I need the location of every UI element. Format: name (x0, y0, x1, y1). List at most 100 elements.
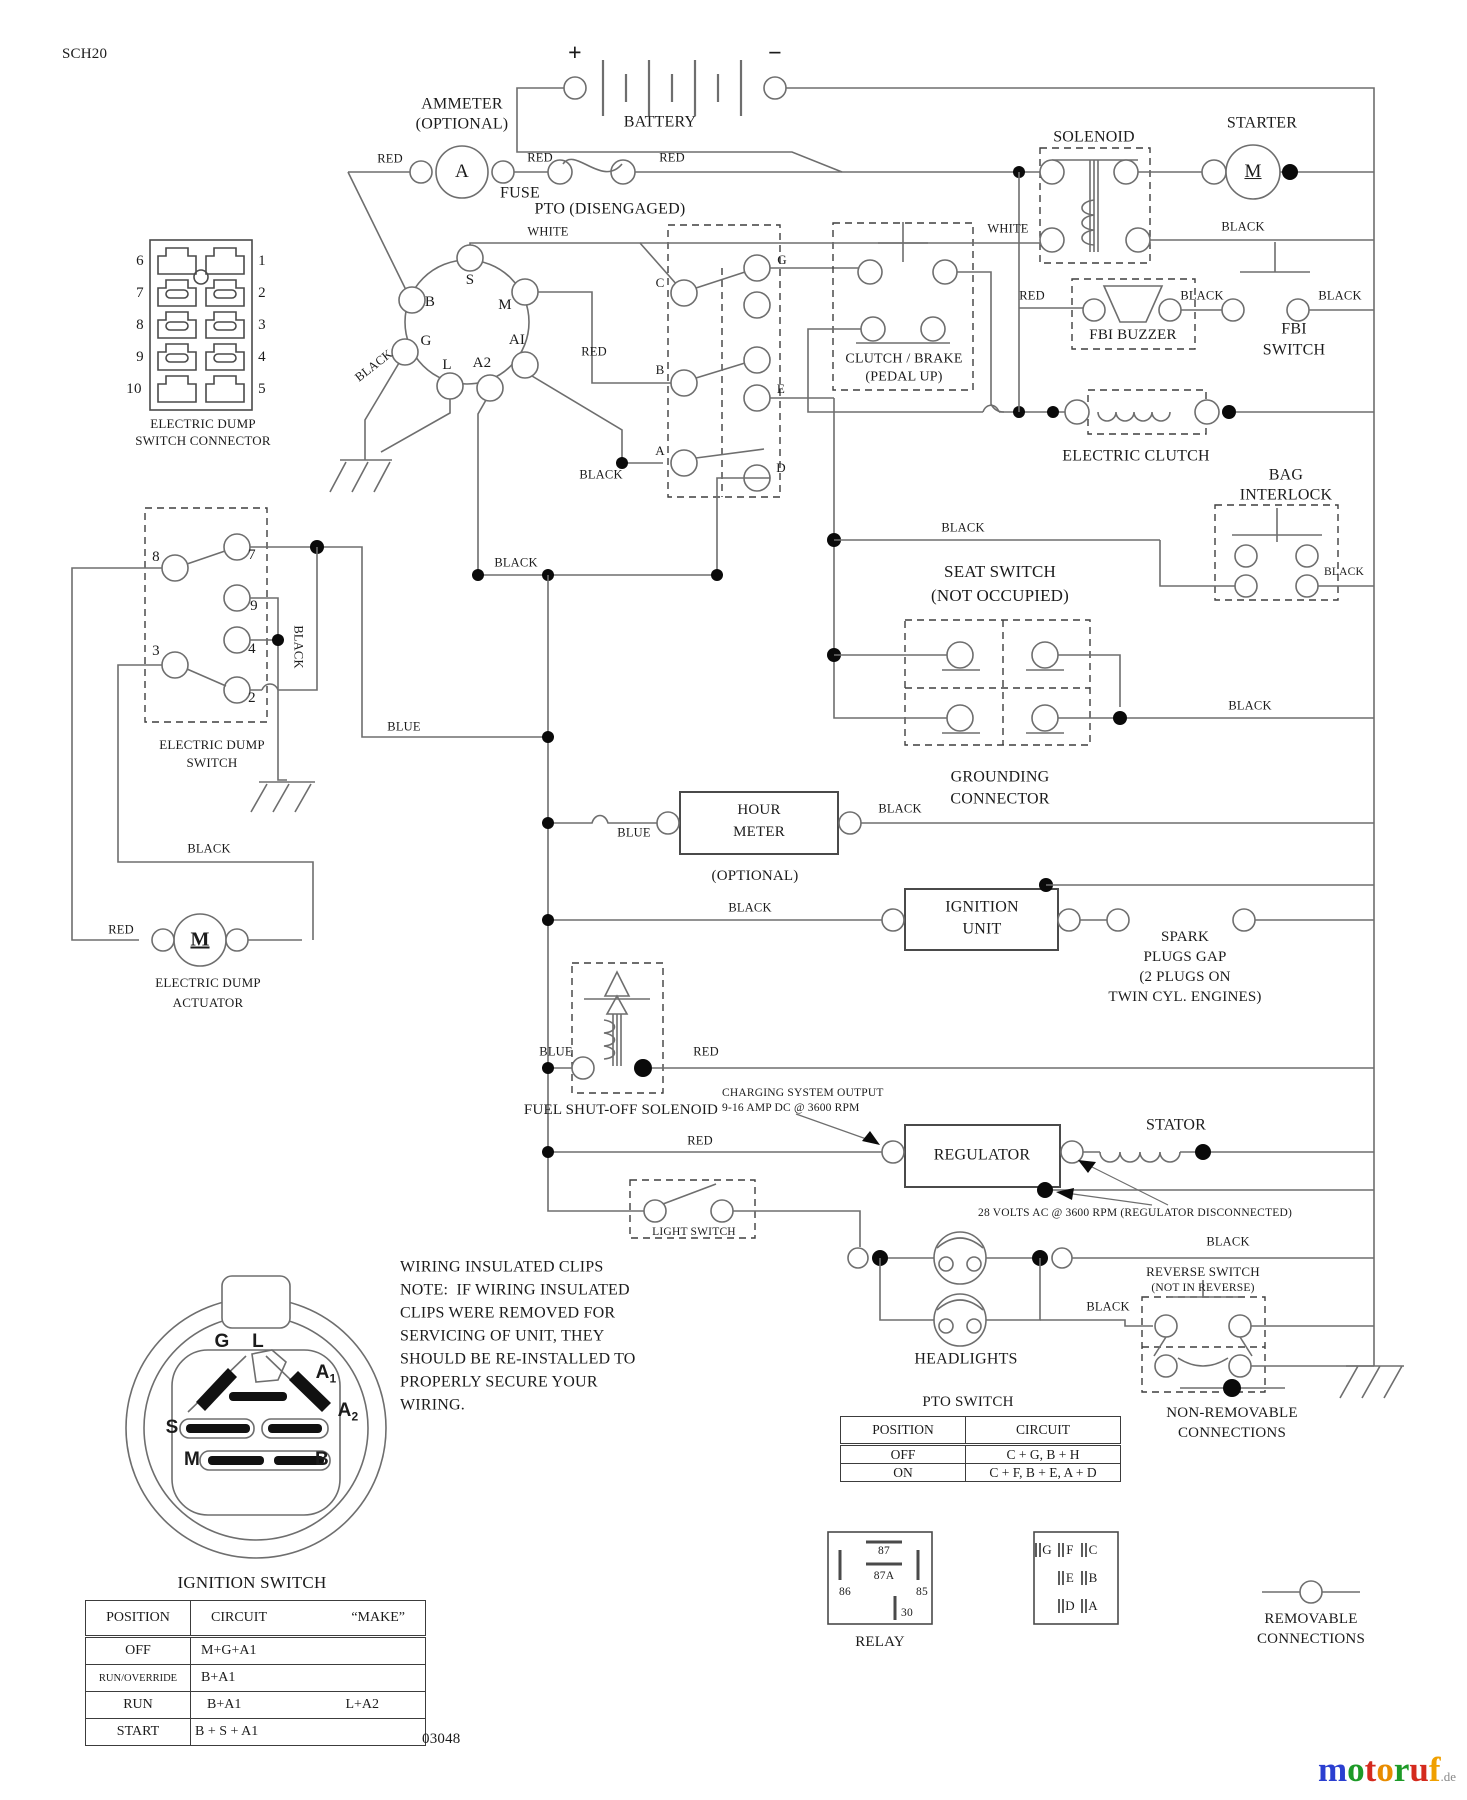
wire-label-black: BLACK (1180, 288, 1224, 303)
volts-note: 28 VOLTS AC @ 3600 RPM (REGULATOR DISCON… (978, 1206, 1293, 1219)
pto-title: PTO (DISENGAGED) (534, 200, 686, 218)
clutch-brake-symbol (807, 222, 1005, 413)
ignition-unit-label-1: IGNITION (945, 898, 1019, 916)
pin-letter: F (1066, 1542, 1074, 1558)
bag-interlock-symbol (1159, 504, 1374, 601)
ignition-terminal-g: G (420, 333, 432, 350)
seat-grounding-symbol (827, 398, 1374, 746)
removable-label-2: CONNECTIONS (1256, 1631, 1366, 1648)
hour-meter-label-1: HOUR (737, 802, 781, 819)
non-removable-label-2: CONNECTIONS (1177, 1425, 1287, 1442)
battery-plus: + (568, 40, 582, 67)
hour-meter-label-2: METER (733, 824, 785, 841)
dump-connector-pin: 7 (136, 285, 144, 302)
light-switch-label: LIGHT SWITCH (652, 1225, 736, 1238)
fbi-buzzer-label: FBI BUZZER (1089, 327, 1177, 344)
table-row: OFF M+G+A1 (85, 1636, 426, 1665)
ignition-switch-face (125, 1275, 387, 1559)
wire-label-black: BLACK (291, 625, 306, 669)
ammeter-label-1: AMMETER (421, 95, 503, 113)
solenoid-label: SOLENOID (1053, 128, 1135, 146)
ignition-terminal-s: S (465, 272, 475, 289)
dump-switch-label-1: ELECTRIC DUMP (159, 737, 265, 753)
wire-label-black: BLACK (1324, 565, 1364, 578)
fbi-switch-symbol (1221, 242, 1374, 322)
grounding-label-2: CONNECTOR (950, 790, 1050, 808)
non-removable-icon (1223, 1379, 1241, 1397)
ammeter-symbol: A (455, 161, 469, 183)
m-slot (208, 1456, 264, 1465)
dump-switch-pin-4: 4 (248, 641, 256, 658)
spark-label-2: PLUGS GAP (1143, 949, 1227, 966)
dump-switch-pin-9: 9 (250, 598, 258, 615)
charging-note-1: CHARGING SYSTEM OUTPUT (722, 1086, 884, 1099)
dump-connector-pin: 3 (258, 317, 266, 334)
arrowhead-icon (1056, 1188, 1074, 1200)
pin-letter: G (1042, 1542, 1052, 1558)
switch-terminal-a1: A1 (315, 1361, 337, 1386)
regulator-stator-symbol (542, 1113, 1374, 1206)
dump-actuator-symbol (151, 913, 249, 967)
starter-symbol-label: M (1244, 161, 1262, 183)
bag-interlock-label-2: INTERLOCK (1239, 486, 1333, 504)
wire-label-black: BLACK (1221, 219, 1265, 234)
clutch-brake-label-2: (PEDAL UP) (865, 369, 943, 385)
coil-icon (603, 1019, 616, 1060)
motoruf-logo: motoruf.de (1318, 1750, 1457, 1789)
switch-terminal-l: L (252, 1331, 264, 1353)
wire-label-red: RED (108, 922, 134, 937)
grounding-label-1: GROUNDING (950, 768, 1050, 786)
switch-terminal-a2: A2 (337, 1399, 359, 1424)
relay-label: RELAY (855, 1634, 905, 1651)
actuator-label-2: ACTUATOR (172, 995, 244, 1011)
dump-connector-label-1: ELECTRIC DUMP (150, 416, 256, 432)
wire-label-white: WHITE (987, 221, 1029, 236)
dump-switch-pin-2: 2 (248, 690, 256, 707)
dump-connector-symbol (149, 239, 253, 411)
wire-label-blue: BLUE (617, 825, 651, 840)
battery-symbol (516, 60, 843, 173)
headlights-symbol (847, 1231, 1374, 1347)
wire-label-red: RED (693, 1044, 719, 1059)
wire-label-black: BLACK (728, 900, 772, 915)
table-row: RUN B+A1 L+A2 (85, 1691, 426, 1719)
ignition-terminal-ai: AI (508, 332, 526, 349)
ignition-switch-title: IGNITION SWITCH (177, 1573, 327, 1593)
sheet-code: SCH20 (62, 46, 108, 63)
relay-symbol (827, 1531, 933, 1625)
pto-pin-e: E (776, 381, 786, 397)
actuator-symbol-label: M (190, 928, 210, 951)
dump-switch-symbol (71, 507, 554, 941)
fbi-switch-label-2: SWITCH (1262, 341, 1326, 359)
non-removable-label-1: NON-REMOVABLE (1166, 1405, 1298, 1422)
removable-label-1: REMOVABLE (1264, 1611, 1358, 1628)
relay-pin-85: 85 (916, 1585, 928, 1598)
pto-table-title: PTO SWITCH (922, 1394, 1014, 1411)
light-switch-symbol (629, 1179, 861, 1247)
wire-label-white: WHITE (527, 224, 569, 239)
fuse-icon (562, 158, 623, 173)
reverse-switch-symbol (1141, 1280, 1374, 1393)
regulator-label: REGULATOR (933, 1146, 1031, 1164)
reverse-switch-label-1: REVERSE SWITCH (1146, 1264, 1260, 1280)
battery-minus: − (768, 40, 782, 67)
ignition-terminal-l: L (442, 357, 452, 374)
fuse-label: FUSE (500, 184, 540, 202)
wire-label-red: RED (659, 150, 685, 165)
dump-connector-pin: 8 (136, 317, 144, 334)
spark-label-4: TWIN CYL. ENGINES) (1108, 989, 1262, 1006)
relay-pin-87a: 87A (873, 1569, 895, 1582)
wire-label-black: BLACK (187, 841, 231, 856)
ign-col-position: POSITION (85, 1600, 191, 1638)
electric-clutch-label: ELECTRIC CLUTCH (1062, 447, 1210, 465)
ignition-unit-symbol (542, 878, 1374, 951)
wire-label-black: BLACK (1206, 1234, 1250, 1249)
arrowhead-icon (1078, 1160, 1096, 1173)
wire-label-red: RED (687, 1133, 713, 1148)
arrowhead-icon (862, 1131, 880, 1145)
relay-pin-86: 86 (839, 1585, 851, 1598)
wire-label-red: RED (527, 150, 553, 165)
